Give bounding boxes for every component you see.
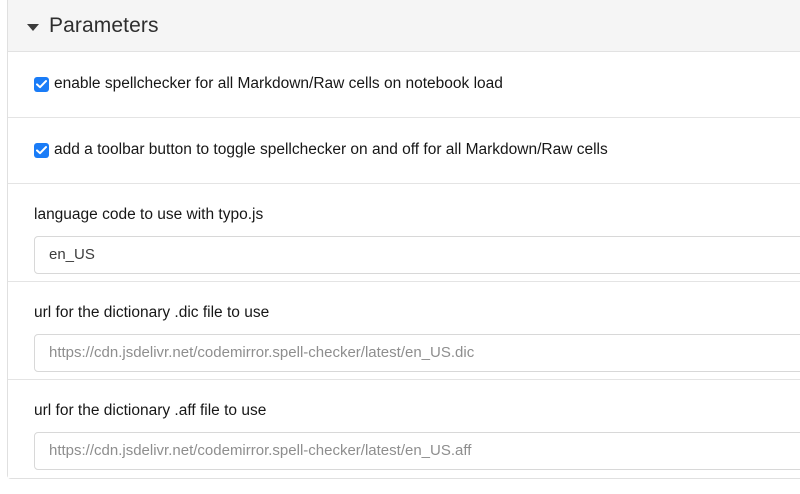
option-row-dic-url: url for the dictionary .dic file to use: [8, 282, 800, 380]
aff-url-input[interactable]: [34, 431, 800, 470]
option-row-language-code: language code to use with typo.js: [8, 184, 800, 282]
parameters-header[interactable]: Parameters: [8, 0, 800, 52]
parameters-panel: Parameters enable spellchecker for all M…: [7, 0, 800, 479]
language-code-input[interactable]: [34, 235, 800, 274]
option-label-enable-on-load: enable spellchecker for all Markdown/Raw…: [54, 75, 503, 93]
check-icon: [36, 80, 47, 89]
option-row-toolbar-button: add a toolbar button to toggle spellchec…: [8, 118, 800, 184]
option-label-aff-url: url for the dictionary .aff file to use: [34, 402, 267, 419]
option-label-language-code: language code to use with typo.js: [34, 206, 264, 223]
option-row-aff-url: url for the dictionary .aff file to use: [8, 380, 800, 478]
option-row-enable-on-load: enable spellchecker for all Markdown/Raw…: [8, 52, 800, 118]
checkbox-toolbar-button[interactable]: [34, 143, 49, 158]
dic-url-input[interactable]: [34, 333, 800, 372]
check-icon: [36, 146, 47, 155]
page-title: Parameters: [49, 14, 159, 37]
caret-down-icon[interactable]: [27, 23, 39, 31]
option-label-toolbar-button: add a toolbar button to toggle spellchec…: [54, 141, 608, 159]
option-label-dic-url: url for the dictionary .dic file to use: [34, 304, 270, 321]
checkbox-enable-on-load[interactable]: [34, 77, 49, 92]
